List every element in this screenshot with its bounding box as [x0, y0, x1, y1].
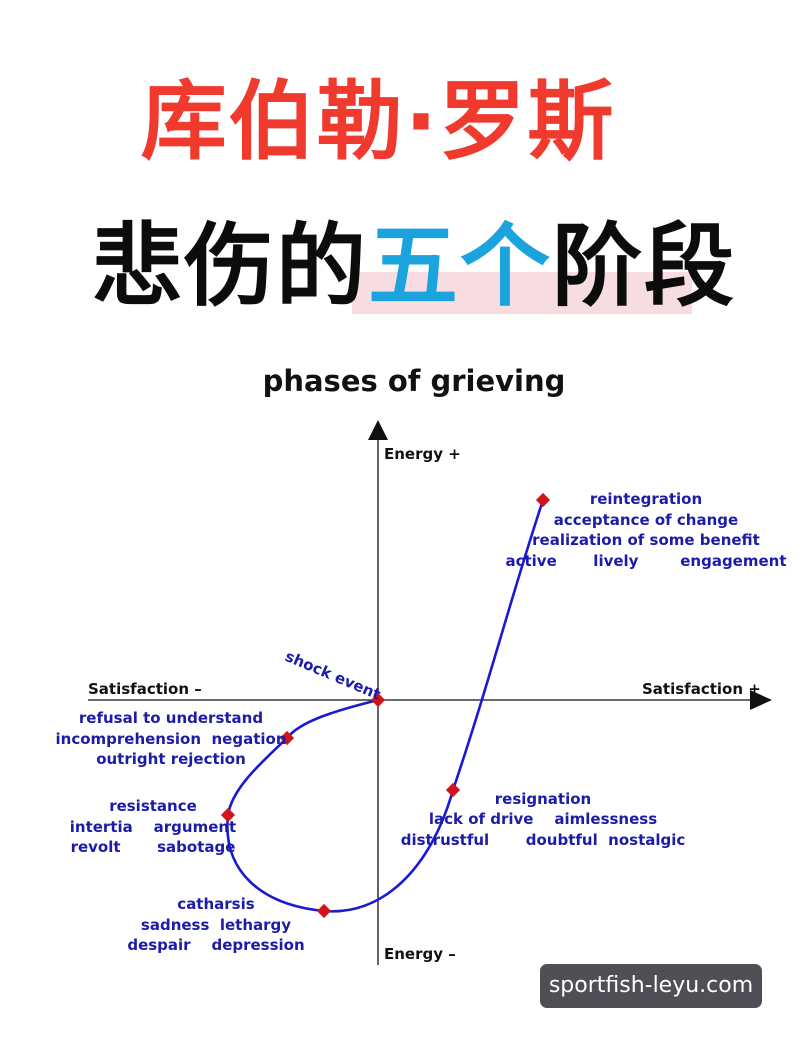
phase-marker-integration — [535, 492, 551, 508]
anger-line-2: intertia argument — [70, 818, 236, 836]
depression-line-2: sadness lethargy — [141, 916, 291, 934]
depression-line-1: catharsis — [177, 895, 254, 913]
y-axis-arrow — [368, 420, 388, 440]
title-text-before: 悲伤的 — [92, 214, 368, 319]
depression-line-3: despair depression — [127, 936, 304, 954]
acceptance-line-2: lack of drive aimlessness — [429, 810, 657, 828]
phase-marker-acceptance — [445, 782, 461, 798]
integration-line-3: realization of some benefit — [532, 531, 760, 549]
title-text-after: 阶段 — [552, 214, 736, 319]
denial-line-2: incomprehension negation — [56, 730, 287, 748]
watermark-badge: sportfish-leyu.com — [540, 964, 762, 1008]
x-axis-left-label: Satisfaction – — [88, 680, 202, 698]
phase-marker-anger — [220, 807, 236, 823]
phase-marker-denial — [279, 730, 295, 746]
anger-line-1: resistance — [109, 797, 197, 815]
integration-line-2: acceptance of change — [554, 511, 738, 529]
denial-line-3: outright rejection — [96, 750, 246, 768]
title-highlight-bar — [352, 272, 692, 314]
phase-marker-shock — [370, 692, 386, 708]
y-axis-bottom-label: Energy – — [384, 945, 456, 963]
integration-line-4: active lively engagement — [505, 552, 786, 570]
integration-line-1: reintegration — [590, 490, 702, 508]
shock-event-label: shock event — [282, 647, 383, 703]
headline-name: 库伯勒·罗斯 — [140, 72, 616, 172]
grief-curve — [226, 499, 545, 913]
denial-line-1: refusal to understand — [79, 709, 263, 727]
phase-marker-depression — [316, 903, 332, 919]
title-text-accent: 五个 — [368, 214, 552, 319]
anger-line-3: revolt sabotage — [71, 838, 236, 856]
x-axis-right-label: Satisfaction + — [642, 680, 761, 698]
headline-title: 悲伤的五个阶段 — [0, 212, 800, 322]
x-axis-arrow — [750, 690, 772, 710]
diagram-title: phases of grieving — [262, 364, 566, 398]
acceptance-line-3: distrustful doubtful nostalgic — [401, 831, 686, 849]
acceptance-line-1: resignation — [495, 790, 591, 808]
y-axis-top-label: Energy + — [384, 445, 461, 463]
